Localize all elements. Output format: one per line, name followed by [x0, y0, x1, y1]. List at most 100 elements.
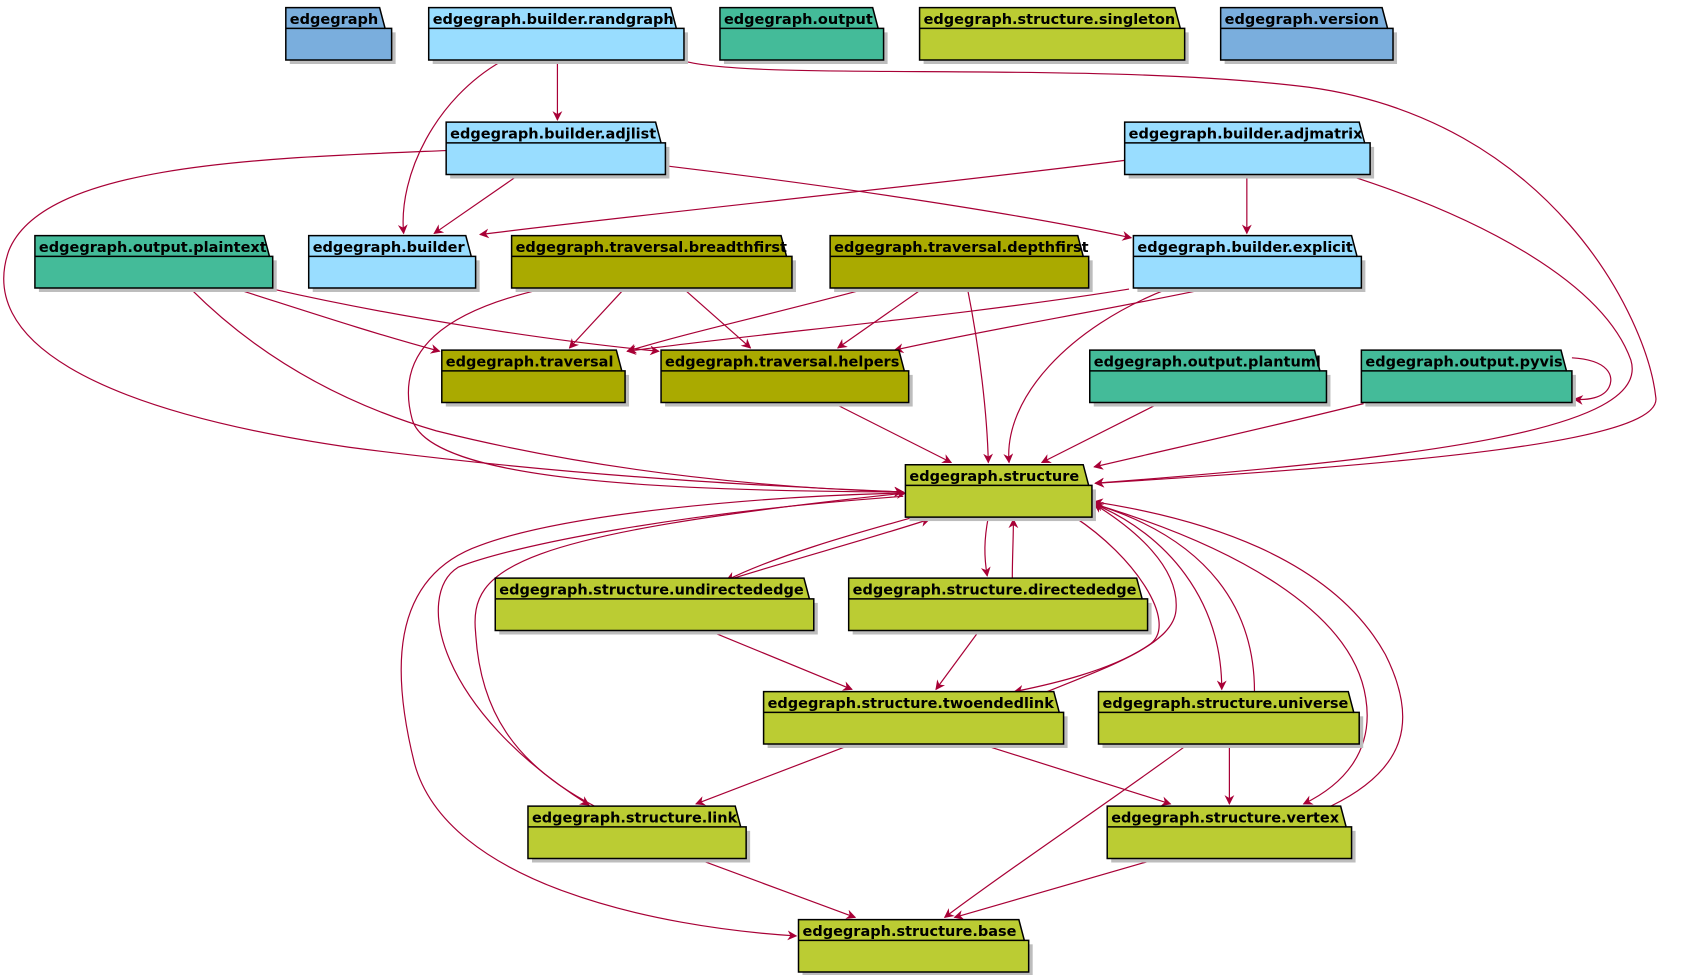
dependency-arrow-directededge-to-structure: [1008, 518, 1019, 578]
package-helpers: edgegraph.traversal.helpers: [660, 349, 913, 407]
package-plantuml: edgegraph.output.plantuml: [1089, 349, 1331, 407]
package-folder-icon: [307, 234, 477, 289]
dependency-arrow-adjmatrix-to-structure: [1094, 175, 1632, 488]
dependency-arrow-adjmatrix-to-builder: [479, 160, 1125, 239]
package-label: edgegraph.structure.undirectededge: [499, 582, 804, 598]
package-folder-icon: [285, 6, 393, 61]
package-label: edgegraph.builder.explicit: [1137, 240, 1352, 256]
package-breadthfirst: edgegraph.traversal.breadthfirst: [510, 234, 796, 292]
dependency-arrow-structure-to-universe: [1094, 504, 1227, 691]
package-folder-icon: [762, 690, 1065, 745]
package-folder-icon: [719, 6, 885, 61]
package-label: edgegraph.structure.link: [532, 810, 738, 826]
package-label: edgegraph.traversal.breadthfirst: [516, 240, 787, 256]
package-label: edgegraph.structure.singleton: [924, 12, 1176, 28]
package-link: edgegraph.structure.link: [527, 805, 751, 863]
package-singleton: edgegraph.structure.singleton: [918, 6, 1189, 64]
dependency-arrow-twoendedlink-to-structure: [1047, 504, 1176, 692]
dependency-arrow-plaintext-to-structure: [191, 289, 905, 497]
dependency-arrow-universe-to-structure: [1093, 501, 1254, 692]
dependency-arrow-pyvis-to-pyvis: [1572, 358, 1611, 405]
dependency-arrow-directededge-to-twoendedlink: [935, 632, 979, 691]
dependency-arrow-explicit-to-helpers: [893, 289, 1205, 354]
package-structure: edgegraph.structure: [904, 463, 1096, 522]
dependency-arrow-pyvis-to-structure: [1093, 404, 1363, 470]
package-label: edgegraph.output.plantuml: [1094, 354, 1321, 370]
dependency-arrow-twoendedlink-to-link: [695, 745, 850, 806]
package-folder-icon: [918, 6, 1186, 61]
package-folder-icon: [847, 577, 1149, 632]
package-builder: edgegraph.builder: [307, 234, 480, 292]
dependency-arrow-undirectededge-to-twoendedlink: [711, 632, 853, 691]
dependency-arrow-link-to-structure: [475, 489, 907, 806]
package-folder-icon: [445, 121, 667, 176]
package-folder-icon: [494, 577, 815, 632]
package-folder-icon: [904, 463, 1093, 518]
package-folder-icon: [1089, 349, 1328, 404]
dependency-arrow-depthfirst-to-structure: [968, 289, 994, 464]
dependency-arrow-vertex-to-base: [953, 858, 1158, 920]
dependency-arrow-universe-to-base: [943, 745, 1187, 918]
dependency-arrow-structure-to-link: [438, 496, 903, 805]
package-label: edgegraph.structure.twoendedlink: [768, 696, 1055, 712]
dependency-arrow-structure-to-undirectededge: [725, 517, 915, 580]
package-label: edgegraph.traversal: [446, 354, 614, 370]
package-folder-icon: [1360, 349, 1573, 404]
package-folder-icon: [829, 234, 1090, 289]
package-traversal: edgegraph.traversal: [441, 349, 630, 407]
package-label: edgegraph.builder: [313, 240, 466, 256]
package-nodes: edgegraph edgegraph.builder.randgraph edge…: [34, 6, 1576, 975]
package-label: edgegraph.output.plaintext: [39, 240, 267, 256]
package-universe: edgegraph.structure.universe: [1097, 690, 1364, 748]
dependency-arrow-vertex-to-structure: [1093, 498, 1403, 806]
package-pyvis: edgegraph.output.pyvis: [1360, 349, 1576, 407]
package-label: edgegraph.traversal.helpers: [665, 354, 899, 370]
dependency-arrow-breadthfirst-to-traversal: [568, 289, 624, 349]
package-label: edgegraph.builder.randgraph: [433, 12, 674, 28]
package-label: edgegraph: [290, 12, 378, 28]
dependency-arrow-structure-to-base: [401, 493, 903, 941]
dependency-arrow-adjlist-to-structure: [4, 151, 905, 497]
package-undirectededge: edgegraph.structure.undirectededge: [494, 577, 818, 635]
package-label: edgegraph.structure.vertex: [1111, 810, 1340, 826]
package-adjmatrix: edgegraph.builder.adjmatrix: [1123, 121, 1375, 179]
dependency-arrow-depthfirst-to-helpers: [836, 289, 922, 349]
package-folder-icon: [1106, 805, 1353, 860]
dependency-arrow-structure-to-vertex: [1094, 504, 1367, 804]
dependency-arrow-explicit-to-structure: [1003, 289, 1167, 464]
dependency-arrow-adjlist-to-explicit: [665, 166, 1133, 241]
dependency-arrow-randgraph-to-structure: [684, 61, 1656, 488]
package-label: edgegraph.output.pyvis: [1365, 354, 1562, 370]
dependency-arrow-twoendedlink-to-vertex: [984, 745, 1172, 806]
package-folder-icon: [441, 349, 626, 404]
package-folder-icon: [427, 6, 685, 61]
dependency-arrow-link-to-base: [696, 858, 857, 919]
package-label: edgegraph.traversal.depthfirst: [834, 240, 1089, 256]
package-folder-icon: [1097, 690, 1360, 745]
package-label: edgegraph.structure.directededge: [853, 582, 1137, 598]
package-explicit: edgegraph.builder.explicit: [1132, 234, 1366, 292]
package-label: edgegraph.output: [724, 12, 873, 28]
dependency-arrow-plaintext-to-traversal: [237, 289, 441, 354]
dependency-arrow-adjlist-to-builder: [433, 175, 519, 235]
package-twoendedlink: edgegraph.structure.twoendedlink: [762, 690, 1068, 748]
package-folder-icon: [660, 349, 910, 404]
dependency-arrow-helpers-to-structure: [835, 404, 953, 463]
package-adjlist: edgegraph.builder.adjlist: [445, 121, 670, 179]
package-depthfirst: edgegraph.traversal.depthfirst: [829, 234, 1093, 292]
dependency-edges: [4, 61, 1656, 941]
package-folder-icon: [527, 805, 747, 860]
package-folder-icon: [797, 918, 1030, 973]
package-output: edgegraph.output: [719, 6, 888, 64]
package-version: edgegraph.version: [1219, 6, 1398, 64]
dependency-arrow-randgraph-to-builder: [397, 61, 502, 235]
dependency-arrow-plaintext-to-helpers: [273, 289, 660, 356]
package-label: edgegraph.structure.base: [803, 924, 1017, 940]
package-folder-icon: [1132, 234, 1363, 289]
dependency-arrow-structure-to-directededge: [980, 517, 991, 577]
package-label: edgegraph.structure: [909, 469, 1079, 485]
package-folder-icon: [34, 234, 274, 289]
dependency-arrow-breadthfirst-to-helpers: [684, 289, 752, 349]
package-edgegraph: edgegraph: [285, 6, 396, 64]
dependency-arrow-depthfirst-to-traversal: [626, 289, 865, 354]
